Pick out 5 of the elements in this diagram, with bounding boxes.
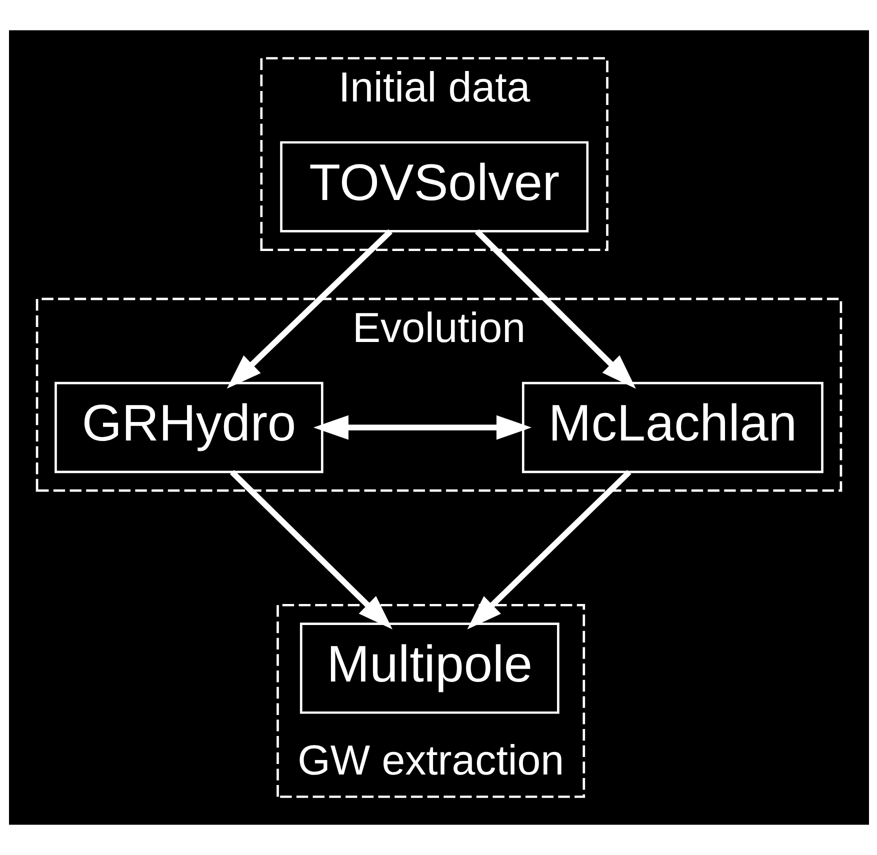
node-box: TOVSolver [280, 141, 588, 232]
node-box: McLachlan [521, 382, 823, 474]
arrow [312, 415, 532, 440]
node-box: GRHydro [54, 382, 323, 474]
node-box: Multipole [299, 622, 559, 714]
